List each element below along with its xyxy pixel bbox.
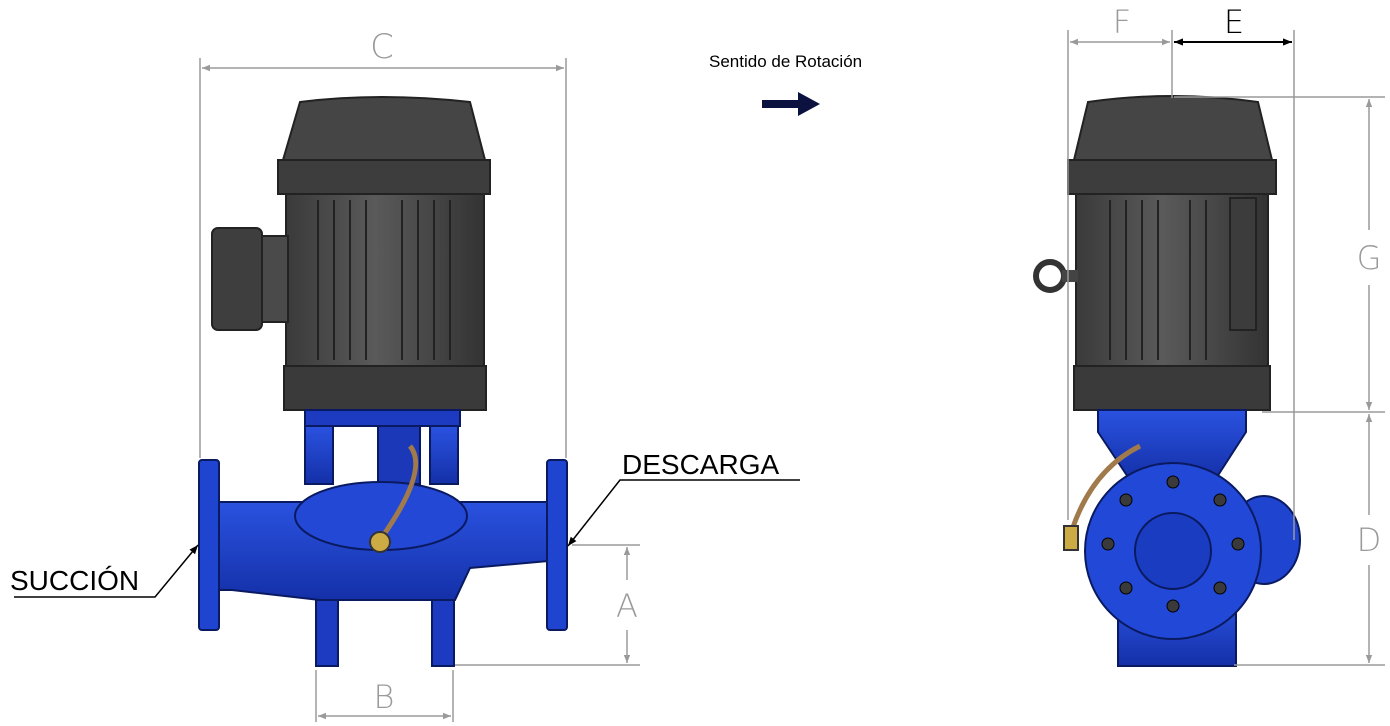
dimension-lines-side [1067,30,1385,666]
front-motor-fins [317,200,451,360]
rotation-arrow-icon [762,92,820,116]
side-flange-bore [1134,512,1212,590]
front-suction-flange [198,459,220,631]
side-motor-cap-ring [1067,159,1277,195]
side-motor-fins [1109,200,1207,360]
callout-leaders [14,479,800,598]
dim-label-e: E [1224,3,1244,41]
rotation-label: Sentido de Rotación [709,52,862,71]
front-foot-right [431,599,455,667]
front-motor-cap-ring [277,159,491,195]
callout-discharge: DESCARGA [622,449,779,480]
side-lifting-eye [1033,259,1067,293]
callout-suction: SUCCIÓN [10,565,139,596]
side-view [1033,95,1301,667]
front-terminal-box [211,227,263,331]
dim-label-c: C [370,27,394,67]
dim-label-d: D [1357,521,1382,559]
side-motor-base [1073,365,1271,411]
front-foot-left [315,599,339,667]
side-gauge-tube [1069,443,1142,531]
dim-label-a: A [616,587,638,625]
dim-label-b: B [374,678,395,716]
dimension-lines-front [199,58,640,722]
front-motor-cap [281,96,487,161]
side-motor-cap [1072,95,1274,161]
front-motor-base [283,365,487,411]
front-motor-body [285,193,485,367]
front-gauge-tube [377,444,419,542]
front-discharge-flange [546,459,568,631]
front-view [198,96,568,667]
dim-label-f: F [1113,3,1131,41]
front-adapter [304,409,461,427]
side-flange-bolts [1101,475,1245,613]
dim-label-g: G [1357,239,1382,277]
